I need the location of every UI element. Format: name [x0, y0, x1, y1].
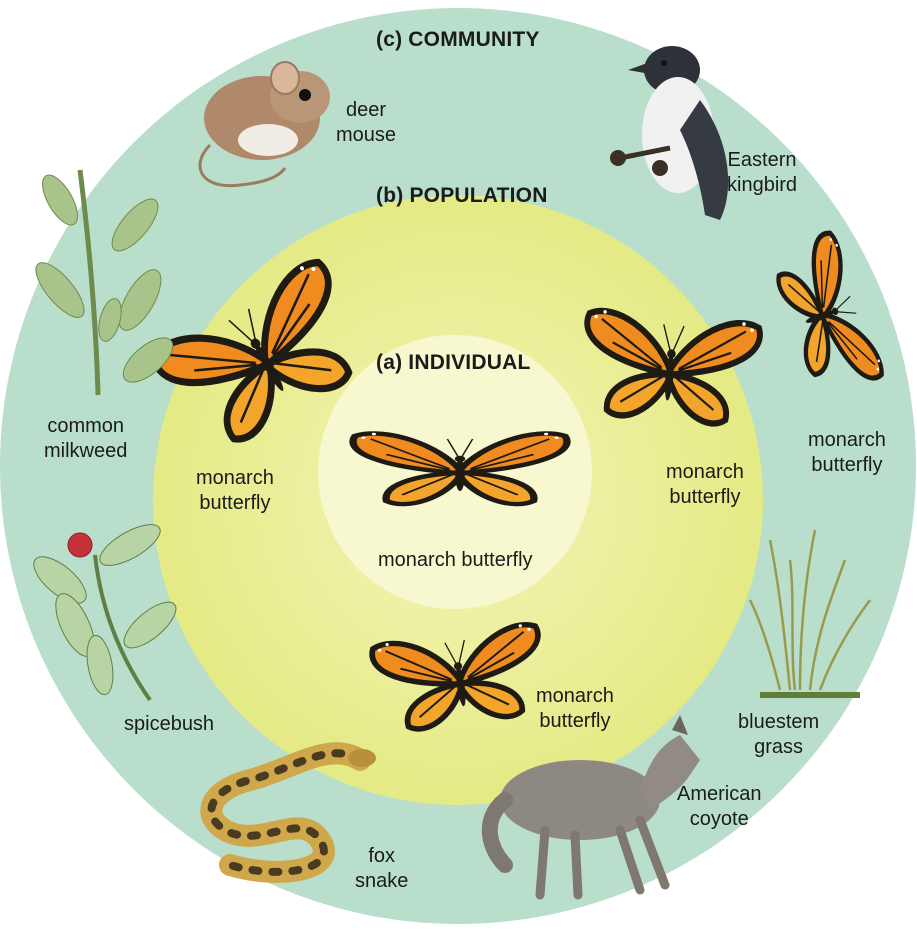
kingbird-label: Eastern kingbird — [727, 148, 797, 198]
label-line: common — [44, 414, 127, 439]
label-line: grass — [738, 735, 819, 760]
bluestem-grass-label: bluestem grass — [738, 710, 819, 760]
label-line: Eastern — [727, 148, 797, 173]
label-line: kingbird — [727, 173, 797, 198]
coyote-label: American coyote — [677, 782, 761, 832]
label-line: snake — [355, 869, 408, 894]
label-line: butterfly — [808, 453, 886, 478]
population-left-butterfly-label: monarch butterfly — [196, 466, 274, 516]
population-bottom-butterfly-label: monarch butterfly — [536, 684, 614, 734]
label-line: coyote — [677, 807, 761, 832]
spicebush-label: spicebush — [124, 712, 214, 737]
label-line: bluestem — [738, 710, 819, 735]
label-line: butterfly — [536, 709, 614, 734]
label-line: deer — [336, 98, 396, 123]
milkweed-label: common milkweed — [44, 414, 127, 464]
deer-mouse-label: deer mouse — [336, 98, 396, 148]
label-line: milkweed — [44, 439, 127, 464]
individual-heading: (a) INDIVIDUAL — [376, 351, 530, 375]
label-line: American — [677, 782, 761, 807]
fox-snake-label: fox snake — [355, 844, 408, 894]
label-line: monarch — [196, 466, 274, 491]
community-heading: (c) COMMUNITY — [376, 28, 540, 52]
community-butterfly-label: monarch butterfly — [808, 428, 886, 478]
center-butterfly-label: monarch butterfly — [378, 548, 533, 573]
population-heading: (b) POPULATION — [376, 184, 548, 208]
population-right-butterfly-label: monarch butterfly — [666, 460, 744, 510]
label-line: monarch — [808, 428, 886, 453]
label-line: monarch — [536, 684, 614, 709]
label-line: fox — [355, 844, 408, 869]
label-line: butterfly — [666, 485, 744, 510]
label-line: mouse — [336, 123, 396, 148]
label-line: butterfly — [196, 491, 274, 516]
label-line: monarch — [666, 460, 744, 485]
